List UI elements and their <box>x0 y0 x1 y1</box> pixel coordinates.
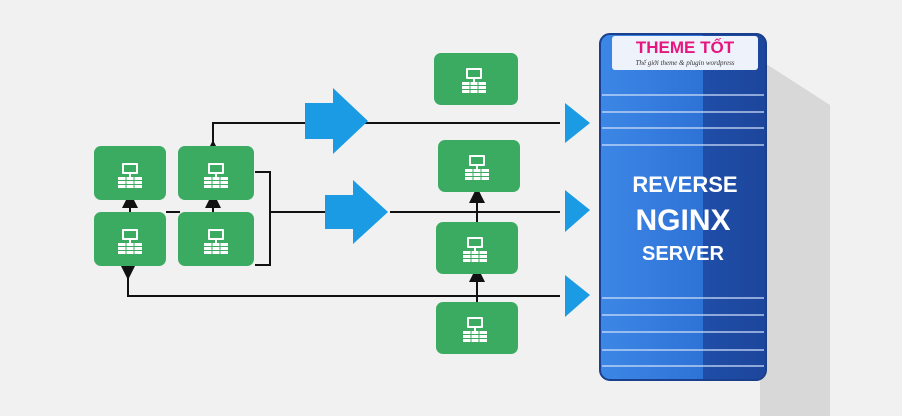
server-label-line1: REVERSE <box>632 172 737 197</box>
arrow-right-icon <box>565 103 590 143</box>
server-label-line3: SERVER <box>642 243 724 265</box>
arrow-right-icon <box>325 180 388 244</box>
client-node <box>94 212 166 266</box>
arrow-right-icon <box>565 275 590 317</box>
client-node <box>94 146 166 200</box>
relay-node <box>438 140 520 192</box>
server-label-line2: NGINX <box>635 204 730 237</box>
arrow-right-icon <box>305 88 368 154</box>
connector-lines <box>120 122 560 302</box>
server-shadow <box>760 60 830 416</box>
client-node <box>178 146 254 200</box>
arrow-right-icon <box>565 190 590 232</box>
logo-plate <box>612 36 758 70</box>
nginx-server: THEME TỐT Thế giới theme & plugin wordpr… <box>599 33 767 381</box>
relay-node <box>436 222 518 274</box>
relay-node <box>436 302 518 354</box>
relay-node <box>434 53 518 105</box>
logo-brand: THEME TỐT <box>636 37 735 57</box>
logo-tagline: Thế giới theme & plugin wordpress <box>635 59 734 67</box>
client-node <box>178 212 254 266</box>
